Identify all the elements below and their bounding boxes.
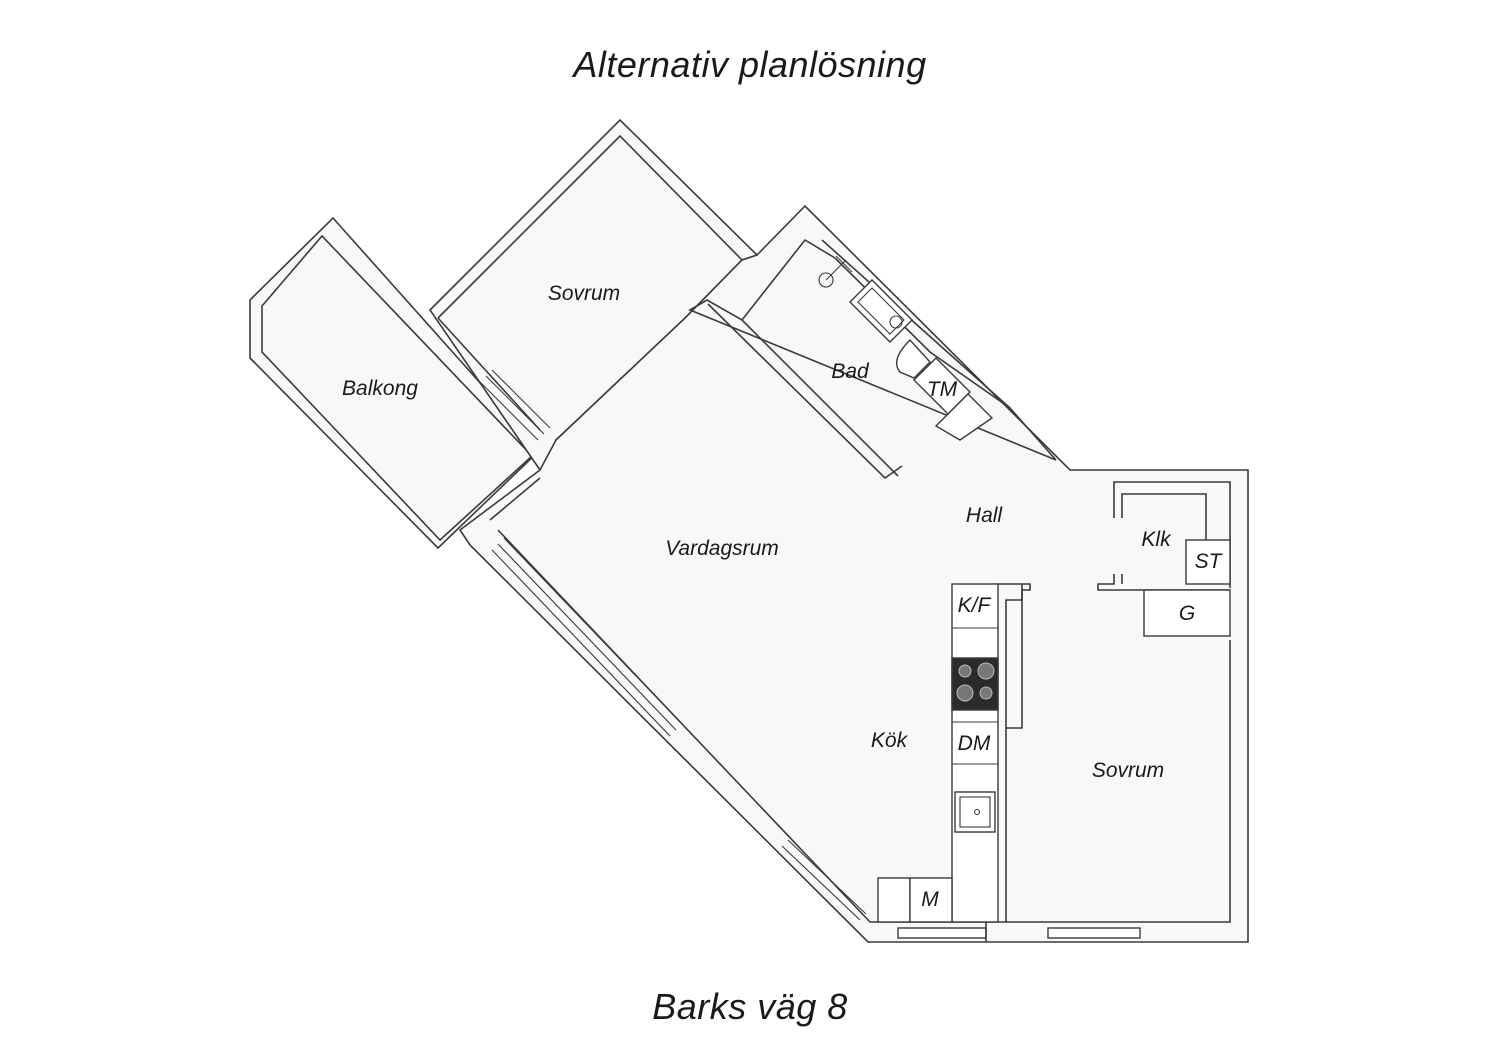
label-hall: Hall — [966, 504, 1004, 527]
label-bad: Bad — [831, 360, 870, 383]
label-balkong: Balkong — [342, 377, 418, 400]
shower-icon — [818, 255, 853, 288]
kitchen-sink-icon — [954, 791, 996, 833]
label-g: G — [1179, 602, 1195, 625]
cabinet — [934, 393, 994, 441]
st-box — [1185, 539, 1231, 585]
label-vardagsrum: Vardagsrum — [665, 537, 779, 560]
bad-area — [688, 238, 1057, 480]
label-kok: Kök — [871, 729, 909, 752]
window-bottom-kok — [897, 927, 987, 939]
label-kf: K/F — [958, 594, 992, 617]
sink-icon — [849, 279, 913, 343]
label-sovrum-right: Sovrum — [1092, 759, 1164, 782]
m-box — [909, 877, 953, 923]
kitchen-counter — [877, 583, 1031, 923]
label-dm: DM — [958, 732, 991, 755]
window-kok — [781, 839, 867, 921]
balkong-area — [249, 216, 542, 550]
klk-area — [1097, 481, 1231, 637]
address-label: Barks väg 8 — [652, 986, 848, 1027]
label-m: M — [921, 888, 939, 911]
toilet-icon — [896, 338, 931, 379]
label-tm: TM — [927, 378, 958, 401]
label-sovrum-top: Sovrum — [548, 282, 620, 305]
page-title: Alternativ planlösning — [573, 44, 927, 85]
tm-box — [913, 357, 971, 415]
label-st: ST — [1195, 550, 1224, 573]
main-area — [458, 204, 1249, 943]
label-klk: Klk — [1141, 528, 1172, 551]
window — [479, 369, 551, 441]
g-box — [1143, 589, 1231, 637]
window-bottom-sovrum — [1047, 927, 1141, 939]
window-living-long — [491, 537, 683, 737]
